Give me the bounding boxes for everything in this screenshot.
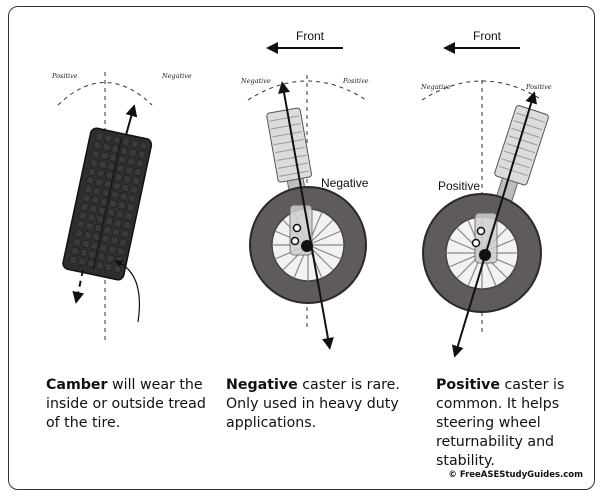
positive-arc-right-label: Positive <box>525 83 552 91</box>
negative-arc-left-label: Negative <box>240 77 271 85</box>
camber-tire <box>62 127 153 281</box>
negative-caster-panel: Front Negative Positive <box>240 29 369 350</box>
negative-arc-right-label: Positive <box>342 77 369 85</box>
camber-arc-left-label: Positive <box>51 72 78 80</box>
camber-caption-bold: Camber <box>46 377 108 393</box>
negative-front-label: Front <box>296 29 325 43</box>
positive-caster-panel: Front Negative Positive <box>420 29 552 358</box>
camber-curved-arrow <box>114 260 141 323</box>
positive-caption: Positive caster is common. It helps stee… <box>436 376 586 471</box>
negative-caster-axis <box>278 81 334 350</box>
positive-caster-axis <box>451 91 538 358</box>
positive-caster-label: Positive <box>438 179 480 193</box>
positive-caption-bold: Positive <box>436 377 500 393</box>
camber-arc-right-label: Negative <box>161 72 192 80</box>
negative-caption-bold: Negative <box>226 377 298 393</box>
positive-caption-text: caster is common. It helps steering whee… <box>436 377 565 469</box>
camber-caption: Camber will wear the inside or outside t… <box>46 376 216 433</box>
positive-wheel <box>422 193 542 313</box>
negative-wheel <box>249 186 367 304</box>
positive-arc-left-label: Negative <box>420 83 451 91</box>
negative-caster-label: Negative <box>321 176 369 190</box>
camber-axis-bottom-arrow <box>72 269 85 304</box>
copyright-text: © FreeASEStudyGuides.com <box>448 470 583 480</box>
positive-front-label: Front <box>473 29 502 43</box>
diagram-frame <box>8 6 595 490</box>
camber-caption-text: will wear the inside or outside tread of… <box>46 377 206 431</box>
negative-caption-text: caster is rare. Only used in heavy duty … <box>226 377 400 431</box>
negative-caption: Negative caster is rare. Only used in he… <box>226 376 406 433</box>
camber-arc <box>57 82 153 106</box>
camber-panel: Positive Negative <box>51 72 192 340</box>
camber-axis-top-arrow <box>125 104 138 136</box>
